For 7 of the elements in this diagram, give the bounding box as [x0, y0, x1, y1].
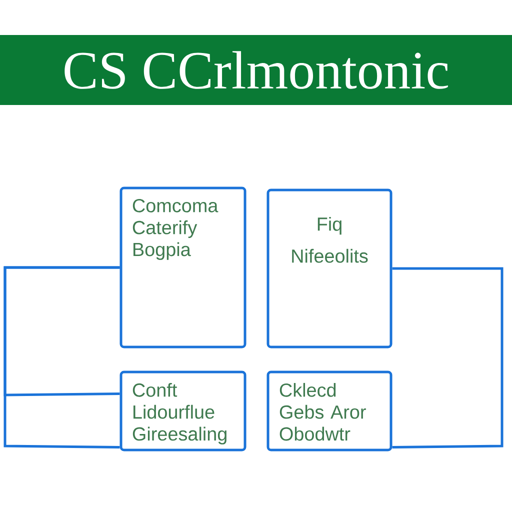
- connector-line: [4, 266, 120, 448]
- text-box: Fiq Nifeeolits: [266, 188, 392, 348]
- text-box: Conft Lidourflue Gireesaling: [120, 370, 246, 452]
- title-banner: CS CCrlmontonic: [0, 35, 512, 105]
- text-box: Comcoma Caterify Bogpia: [120, 186, 246, 348]
- connector-line: [392, 267, 504, 448]
- text-box: Cklecd Gebs Aror Obodwtr: [266, 370, 392, 452]
